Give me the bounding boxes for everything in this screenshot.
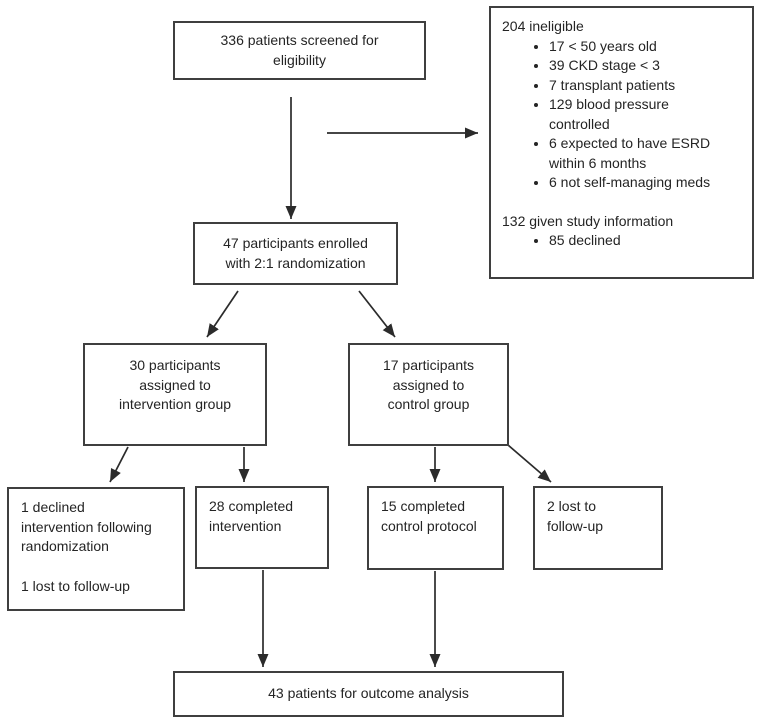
screened-box: 336 patients screened for eligibility (173, 21, 426, 80)
outcome-analysis-text: 43 patients for outcome analysis (268, 685, 469, 702)
ineligible-bullet: 39 CKD stage < 3 (549, 56, 746, 76)
arrow-control-to-lost (507, 444, 552, 483)
ineligible-bullet-list: 17 < 50 years old 39 CKD stage < 3 7 tra… (502, 37, 746, 193)
completed-intervention-box: 28 completed intervention (195, 486, 329, 569)
ineligible-box: 204 ineligible 17 < 50 years old 39 CKD … (489, 6, 754, 279)
arrow-enrolled-to-intervention (206, 290, 239, 338)
declined-intervention-text: 1 declined intervention following random… (21, 499, 152, 554)
ineligible-bullet: 129 blood pressure controlled (549, 95, 746, 134)
study-information-bullet-list: 85 declined (502, 231, 746, 251)
outcome-analysis-box: 43 patients for outcome analysis (173, 671, 564, 717)
completed-control-box: 15 completed control protocol (367, 486, 504, 570)
declined-lost-text: 1 lost to follow-up (21, 577, 130, 594)
ineligible-bullet: 7 transplant patients (549, 76, 746, 96)
ineligible-bullet: 6 expected to have ESRD within 6 months (549, 134, 746, 173)
study-information-bullet: 85 declined (549, 231, 746, 251)
arrow-enrolled-to-control (358, 290, 396, 338)
ineligible-bullet: 6 not self-managing meds (549, 173, 746, 193)
ineligible-bullet: 17 < 50 years old (549, 37, 746, 57)
declined-intervention-box: 1 declined intervention following random… (7, 487, 185, 611)
study-information-title: 132 given study information (502, 212, 674, 229)
intervention-group-box: 30 participants assigned to intervention… (83, 343, 267, 446)
lost-followup-box: 2 lost to follow-up (533, 486, 663, 570)
ineligible-title: 204 ineligible (502, 18, 584, 34)
control-group-box: 17 participants assigned to control grou… (348, 343, 509, 446)
arrow-intervention-to-declined (109, 446, 129, 483)
enrolled-box: 47 participants enrolled with 2:1 random… (193, 222, 398, 285)
